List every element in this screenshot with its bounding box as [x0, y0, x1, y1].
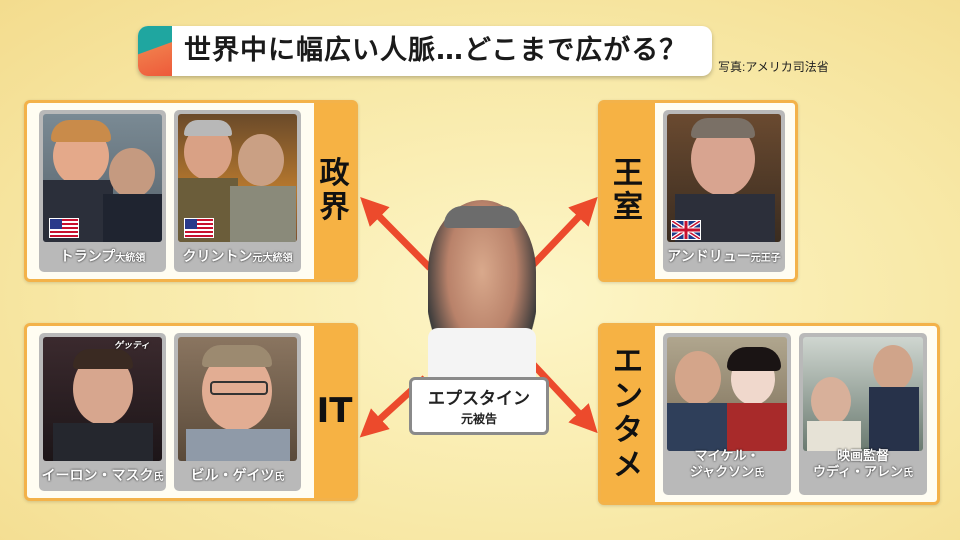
group-it: イーロン・マスク氏 ビル・ゲイツ氏 IT	[24, 323, 358, 501]
group-label-entertainment: エンタメ	[601, 326, 655, 502]
caption-andrew: アンドリュー元王子	[667, 249, 781, 265]
person-card-andrew[interactable]: アンドリュー元王子	[663, 110, 785, 272]
title-banner: 世界中に幅広い人脈…どこまで広がる？	[138, 26, 712, 76]
person-card-musk[interactable]: イーロン・マスク氏	[39, 333, 166, 491]
arrow-to-politics	[360, 197, 433, 271]
us-flag-icon	[184, 218, 214, 238]
photo-andrew	[667, 114, 781, 242]
page-title: 世界中に幅広い人脈…どこまで広がる？	[184, 35, 688, 66]
group-entertainment: エンタメ マイケル・ ジャクソン氏 映画監督 ウディ・アレン氏	[598, 323, 940, 505]
photo-gates	[178, 337, 297, 461]
person-card-jackson[interactable]: マイケル・ ジャクソン氏	[663, 333, 791, 495]
person-card-trump[interactable]: トランプ大統領	[39, 110, 166, 272]
us-flag-icon	[49, 218, 79, 238]
photo-musk	[43, 337, 162, 461]
center-label: エプスタイン 元被告	[409, 377, 549, 435]
center-photo-epstein	[428, 200, 536, 380]
caption-allen: 映画監督 ウディ・アレン氏	[812, 449, 914, 480]
getty-credit: ゲッティ	[114, 341, 150, 351]
group-royalty: 王室 アンドリュー元王子	[598, 100, 798, 282]
title-accent-stripe	[138, 26, 172, 76]
caption-musk: イーロン・マスク氏	[41, 468, 164, 484]
group-label-royalty: 王室	[601, 103, 655, 279]
person-card-clinton[interactable]: クリントン元大統領	[174, 110, 301, 272]
photo-jackson	[667, 337, 787, 451]
photo-trump	[43, 114, 162, 242]
person-card-allen[interactable]: 映画監督 ウディ・アレン氏	[799, 333, 927, 495]
arrow-to-royalty	[527, 196, 598, 271]
group-politics: トランプ大統領 クリントン元大統領 政界	[24, 100, 358, 282]
caption-clinton: クリントン元大統領	[182, 249, 293, 265]
caption-trump: トランプ大統領	[59, 249, 146, 265]
group-label-politics: 政界	[314, 103, 355, 279]
group-label-it: IT	[314, 326, 355, 498]
caption-jackson: マイケル・ ジャクソン氏	[689, 449, 765, 480]
uk-flag-icon	[671, 220, 701, 240]
photo-allen	[803, 337, 923, 451]
photo-credit: 写真:アメリカ司法省	[718, 60, 829, 74]
center-role: 元被告	[460, 412, 497, 426]
caption-gates: ビル・ゲイツ氏	[190, 468, 285, 484]
center-name: エプスタイン	[428, 389, 530, 409]
person-card-gates[interactable]: ビル・ゲイツ氏	[174, 333, 301, 491]
